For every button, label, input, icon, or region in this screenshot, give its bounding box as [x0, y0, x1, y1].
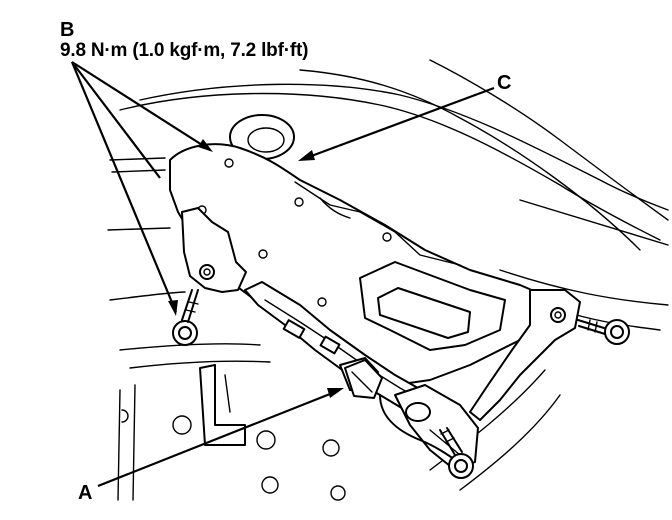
- electrical-connector: [344, 359, 383, 399]
- right-bracket-arm: [469, 289, 581, 421]
- leader-line-a: [97, 388, 344, 488]
- callout-c-label: C: [497, 72, 512, 94]
- bolt-bottom-icon: [439, 427, 474, 479]
- bolt-right-icon: [577, 319, 630, 345]
- bolt-left-icon: [172, 289, 199, 346]
- leader-lines-b: [70, 61, 213, 316]
- callout-a-label: A: [78, 482, 93, 504]
- floor-bracket: [199, 364, 246, 446]
- torque-spec: 9.8 N·m (1.0 kgf·m, 7.2 lbf·ft): [60, 40, 309, 61]
- panel-cutout: [359, 261, 506, 351]
- body-panel-contours: [107, 59, 669, 501]
- floor-holes: [121, 409, 346, 501]
- grommet: [229, 114, 295, 160]
- leader-line-c: [298, 86, 495, 161]
- latch-clip: [379, 384, 479, 471]
- callout-b-label: B: [60, 19, 75, 41]
- left-mounting-tab: [181, 207, 247, 293]
